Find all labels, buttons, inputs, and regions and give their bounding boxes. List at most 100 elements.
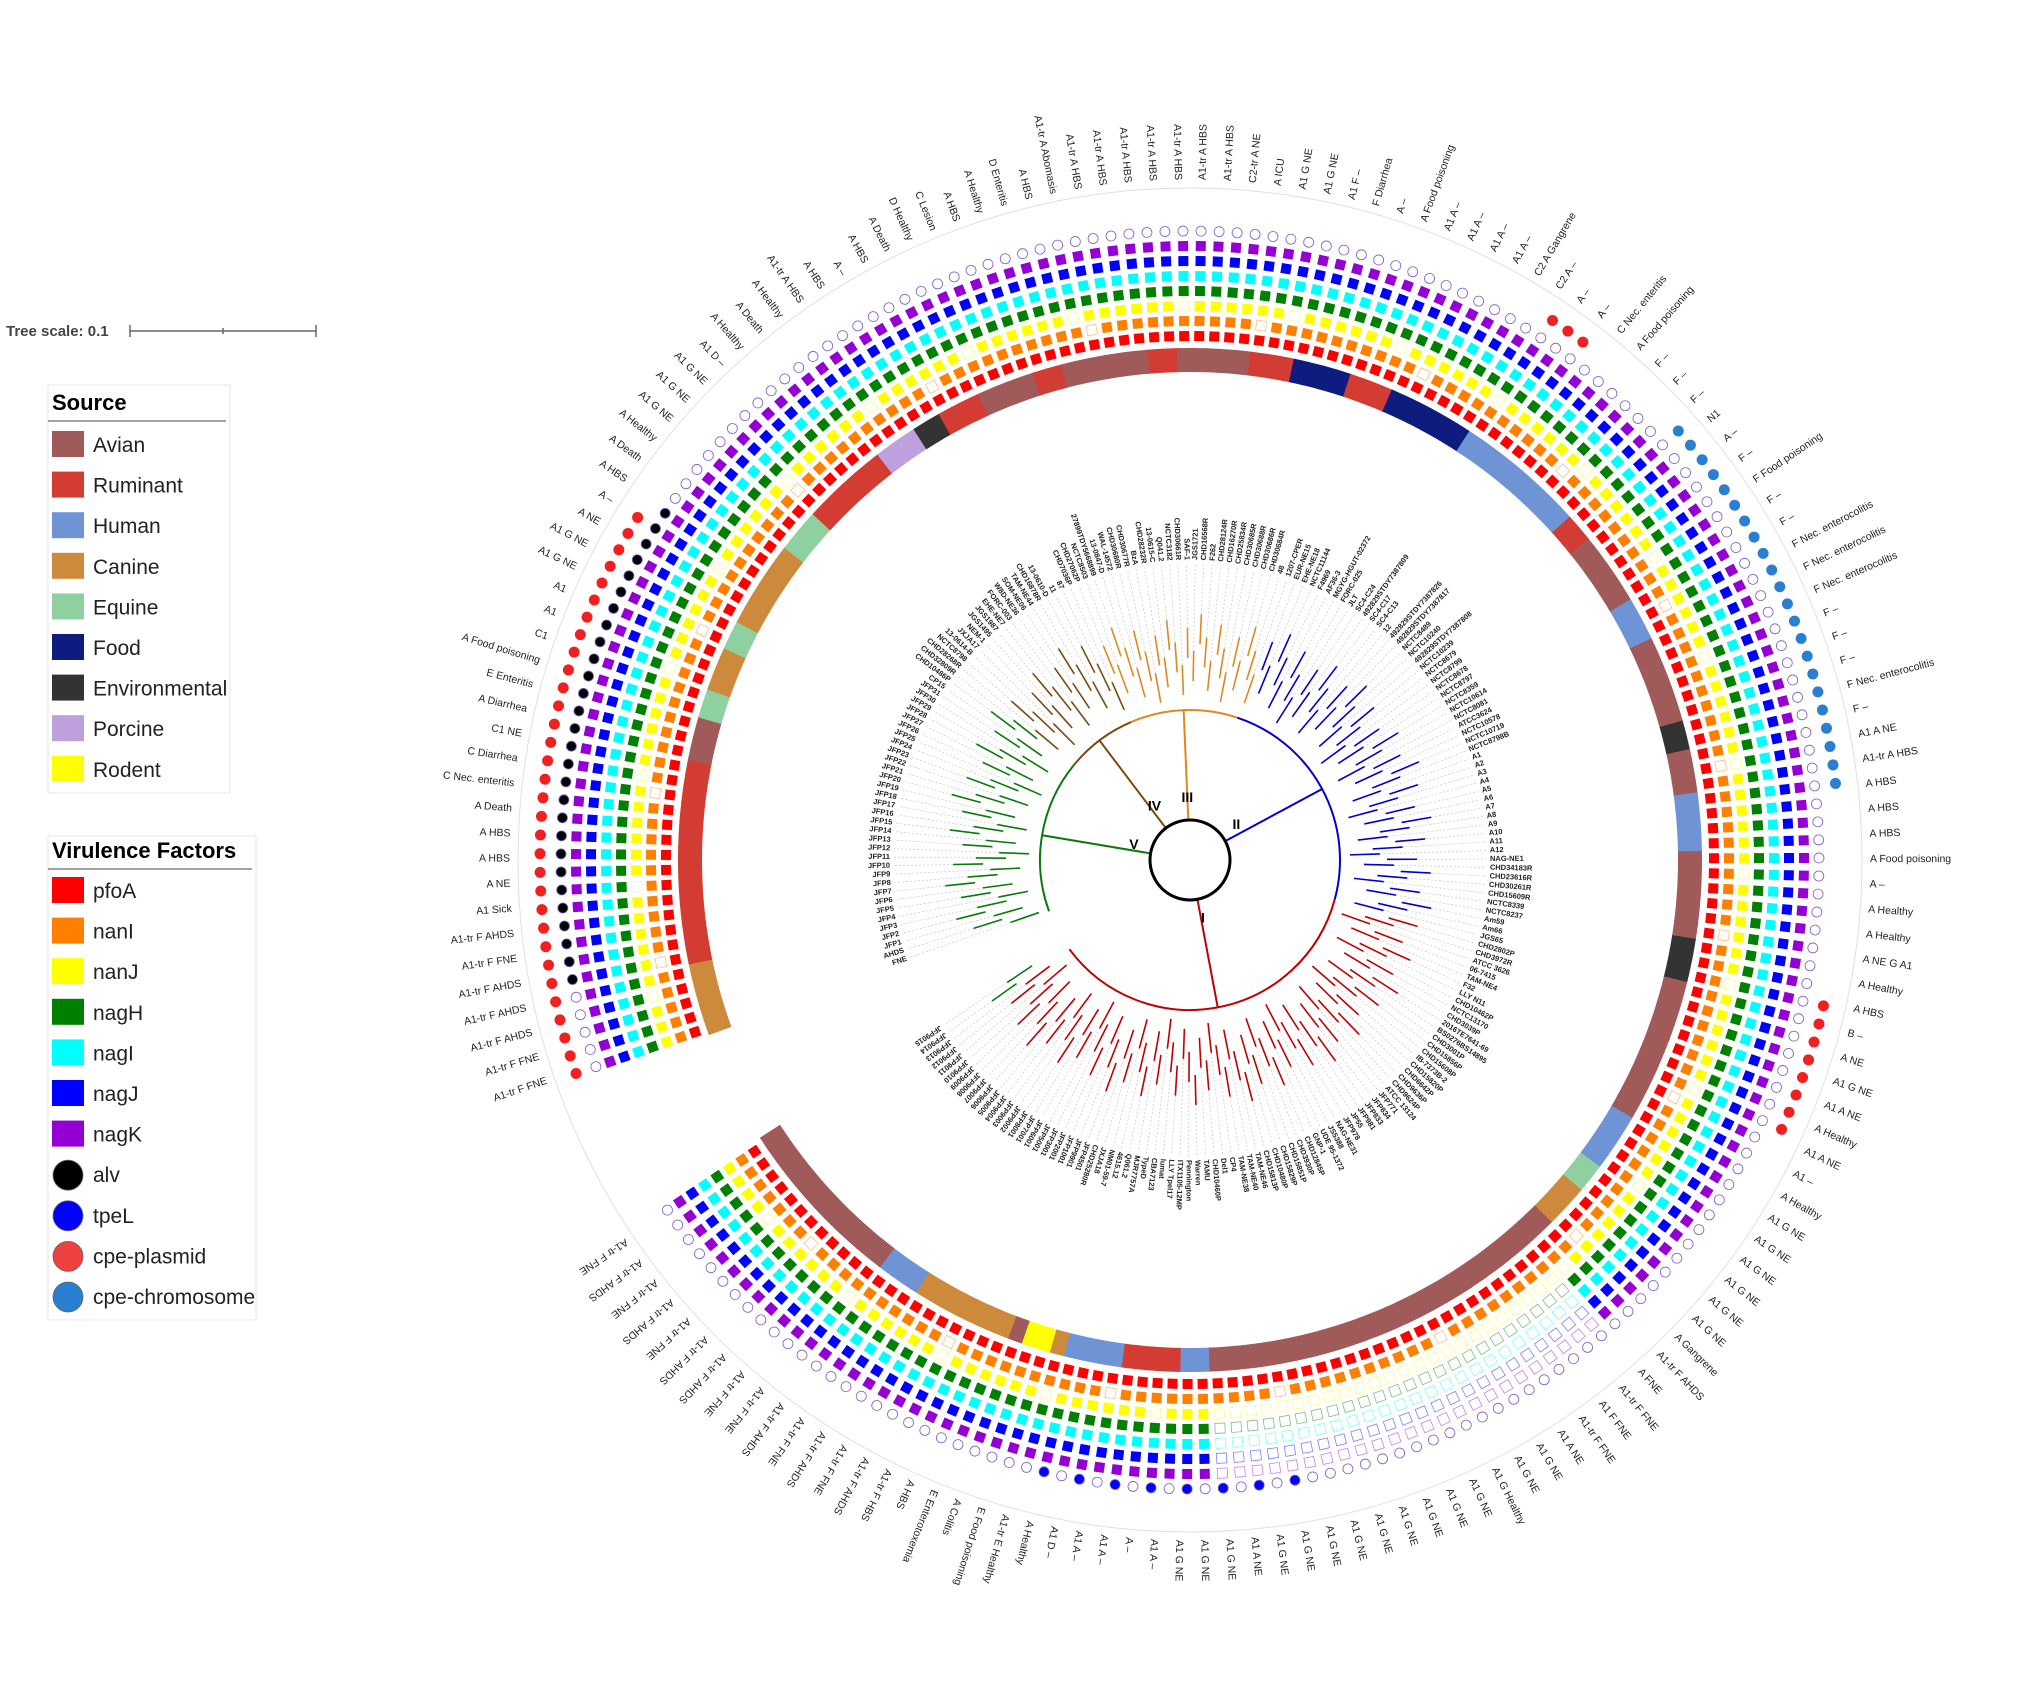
vf-nani-marker xyxy=(669,1016,683,1029)
clade-label-ii: II xyxy=(1232,816,1240,832)
legend-swatch-nagh xyxy=(52,998,84,1025)
source-segment xyxy=(685,758,712,779)
vf-pfoa-marker xyxy=(948,1321,963,1336)
source-segment xyxy=(1219,348,1238,375)
metadata-annotation: A1 A NE xyxy=(1555,1427,1586,1466)
vf-nanj-marker xyxy=(1621,1191,1636,1206)
vf-nagh-marker xyxy=(792,439,807,454)
vf-empty-marker xyxy=(1668,453,1680,464)
vf-pfoa-marker xyxy=(745,564,760,579)
vf-nagj-marker xyxy=(1571,397,1586,412)
vf-empty-marker xyxy=(714,436,726,448)
leader-line xyxy=(904,781,952,795)
vf-pfoa-marker xyxy=(1676,675,1690,688)
vf-nanj-marker xyxy=(1579,1239,1595,1254)
vf-pfoa-marker xyxy=(1167,1378,1178,1389)
vf-nani-marker xyxy=(1315,331,1328,344)
vf-empty-marker xyxy=(1739,557,1751,569)
tip-label: A4 xyxy=(1478,775,1490,786)
vf-nagh-marker xyxy=(1631,502,1646,517)
metadata-annotation: A1 A – xyxy=(1146,1539,1160,1570)
vf-nani-marker xyxy=(1345,339,1358,353)
vf-nagh-marker xyxy=(1641,515,1656,530)
tip-label: SAF-1 xyxy=(1182,538,1191,560)
vf-nanj-marker xyxy=(1719,993,1733,1006)
vf-cpe-plasmid-marker xyxy=(538,922,550,934)
tip-label: CHD30261R xyxy=(1489,880,1533,893)
vf-nagj-marker xyxy=(1763,1005,1776,1018)
metadata-annotation: F Nec. enterocolitis xyxy=(1846,657,1936,692)
vf-nagh-marker xyxy=(896,361,911,376)
vf-nagj-marker xyxy=(1113,1449,1125,1461)
vf-empty-marker xyxy=(1764,1098,1776,1110)
vf-nanj-marker xyxy=(1352,1380,1367,1395)
vf-nagh-marker xyxy=(1668,556,1683,571)
vf-nanj-marker xyxy=(663,660,678,675)
tree-branch xyxy=(1055,997,1076,1023)
vf-nanj-marker xyxy=(1588,475,1603,490)
vf-empty-marker xyxy=(1394,1447,1406,1459)
vf-nagk-marker xyxy=(580,743,592,755)
vf-cpe-plasmid-marker xyxy=(632,511,644,523)
leader-line xyxy=(1318,1027,1371,1095)
tree-branch xyxy=(976,743,1004,760)
metadata-annotation: A – xyxy=(1595,301,1614,320)
vf-nani-marker xyxy=(1028,1370,1042,1383)
vf-nanj-marker xyxy=(704,574,718,589)
tree-branch xyxy=(1123,1029,1135,1059)
vf-empty-marker xyxy=(965,264,977,276)
vf-empty-marker xyxy=(1793,1013,1805,1025)
vf-empty-marker xyxy=(570,991,582,1003)
vf-nagi-marker xyxy=(1755,735,1768,748)
source-segment xyxy=(1677,836,1702,853)
vf-nagh-marker xyxy=(819,1290,834,1305)
legend-virulence-box xyxy=(47,835,257,1321)
vf-pfoa-marker xyxy=(804,1214,819,1230)
vf-nagj-marker xyxy=(930,1396,945,1410)
vf-empty-marker xyxy=(1235,1481,1247,1493)
vf-nanj-marker xyxy=(790,461,806,476)
vf-nagj-marker xyxy=(1382,1417,1397,1432)
source-segment xyxy=(966,1298,991,1328)
vf-nagk-marker xyxy=(1756,1075,1769,1089)
tree-branch xyxy=(1092,681,1108,709)
vf-nani-marker xyxy=(928,1328,942,1342)
vf-nagi-marker xyxy=(1733,1049,1747,1062)
vf-nagi-marker xyxy=(949,318,963,332)
vf-nanj-marker xyxy=(640,959,652,972)
vf-nagj-marker xyxy=(962,1410,976,1424)
vf-nagi-marker xyxy=(1764,919,1776,931)
vf-nagi-marker xyxy=(705,517,720,532)
vf-nagj-marker xyxy=(827,1334,842,1349)
vf-nagi-marker xyxy=(620,699,633,712)
vf-empty-marker xyxy=(982,258,994,270)
vf-pfoa-marker xyxy=(859,1265,874,1280)
vf-empty-marker xyxy=(1813,870,1825,882)
leader-line xyxy=(1269,1066,1297,1137)
metadata-annotation: A1 G NE xyxy=(654,369,693,406)
vf-cpe-plasmid-marker xyxy=(1783,1106,1795,1118)
vf-nanj-marker xyxy=(711,560,727,576)
vf-nanj-marker xyxy=(851,409,866,424)
vf-nagh-marker xyxy=(1712,644,1726,658)
metadata-annotation: A1 – xyxy=(1791,1168,1816,1189)
vf-pfoa-marker xyxy=(1300,1364,1313,1377)
tree-branch xyxy=(1031,692,1054,716)
vf-nanj-marker xyxy=(1646,550,1662,566)
vf-nagi-marker xyxy=(1165,1438,1176,1449)
vf-nanj-marker xyxy=(1409,347,1423,361)
vf-nagj-marker xyxy=(683,522,698,537)
vf-nagj-marker xyxy=(1078,1443,1091,1456)
vf-nani-marker xyxy=(812,461,827,476)
vf-empty-marker xyxy=(1373,254,1385,266)
vf-nani-marker xyxy=(1499,1289,1514,1304)
tree-branch xyxy=(1215,1045,1221,1076)
tree-branch xyxy=(1291,691,1311,718)
vf-nani-marker xyxy=(751,530,766,545)
vf-nani-marker xyxy=(1010,343,1024,356)
vf-nagk-marker xyxy=(1495,324,1510,339)
vf-nagk-marker xyxy=(572,901,584,913)
vf-pfoa-marker xyxy=(772,527,787,542)
vf-alv-marker xyxy=(623,570,635,582)
metadata-annotation: A Death xyxy=(866,215,893,254)
